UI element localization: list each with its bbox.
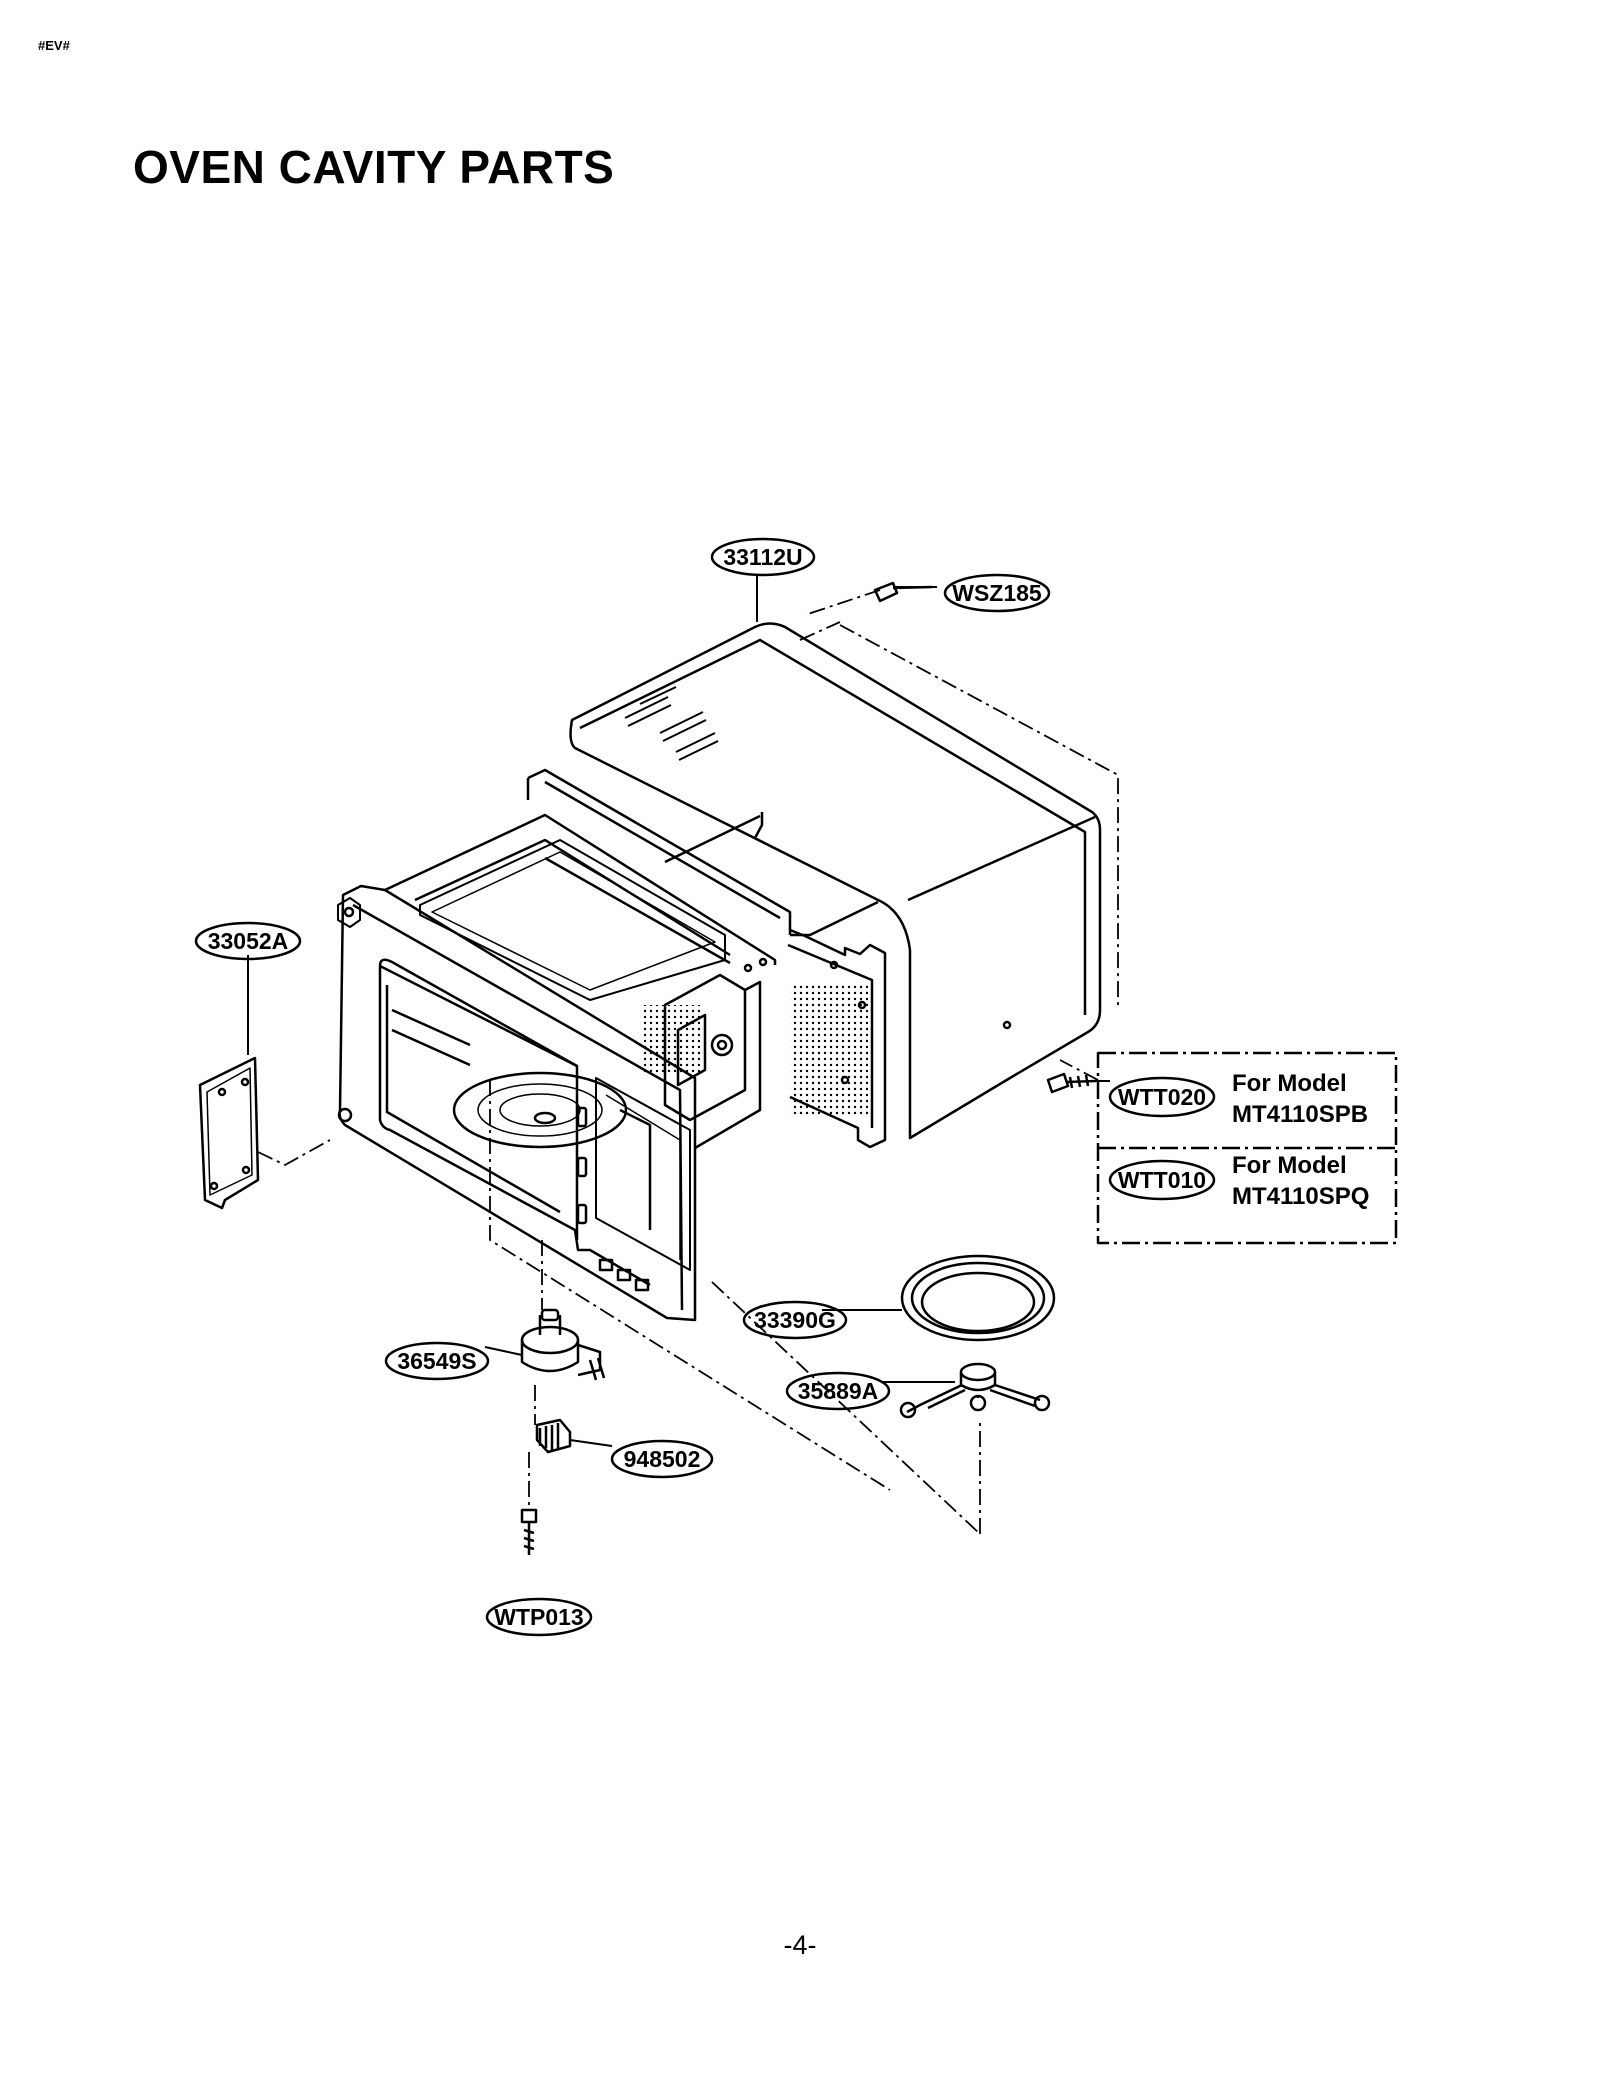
callout-33052A: 33052A	[208, 928, 289, 954]
page-number: -4-	[783, 1930, 817, 1960]
callout-36549S: 36549S	[397, 1348, 476, 1374]
callout-33390G: 33390G	[754, 1307, 836, 1333]
page-title: OVEN CAVITY PARTS	[133, 141, 615, 193]
glass-tray	[900, 1254, 1056, 1342]
cavity-body	[337, 813, 777, 1322]
model-note-1-line1: For Model	[1232, 1070, 1347, 1097]
turntable-motor	[520, 1308, 606, 1381]
model-note-2-line1: For Model	[1232, 1152, 1347, 1179]
cover-plate	[198, 1056, 260, 1210]
callout-WTT010: WTT010	[1118, 1167, 1206, 1193]
outer-case	[569, 622, 1102, 1140]
callout-33112U: 33112U	[723, 544, 802, 570]
model-note-1-line2: MT4110SPB	[1232, 1101, 1368, 1128]
callout-35889A: 35889A	[798, 1378, 879, 1404]
motor-screw	[520, 1508, 538, 1555]
page-code: #EV#	[38, 38, 70, 53]
callout-WTT020: WTT020	[1118, 1084, 1206, 1110]
cavity-rear-flange	[526, 768, 879, 937]
cavity-side-panel	[787, 928, 887, 1149]
model-note-2-line2: MT4110SPQ	[1232, 1183, 1369, 1210]
callout-948502: 948502	[624, 1446, 701, 1472]
tray-screw	[1046, 1072, 1097, 1094]
case-screw	[873, 581, 933, 603]
model-note-box	[1096, 1051, 1398, 1245]
coupler	[535, 1418, 572, 1454]
callout-WTP013: WTP013	[494, 1604, 583, 1630]
roller-guide	[899, 1362, 1051, 1419]
callout-WSZ185: WSZ185	[952, 580, 1042, 606]
